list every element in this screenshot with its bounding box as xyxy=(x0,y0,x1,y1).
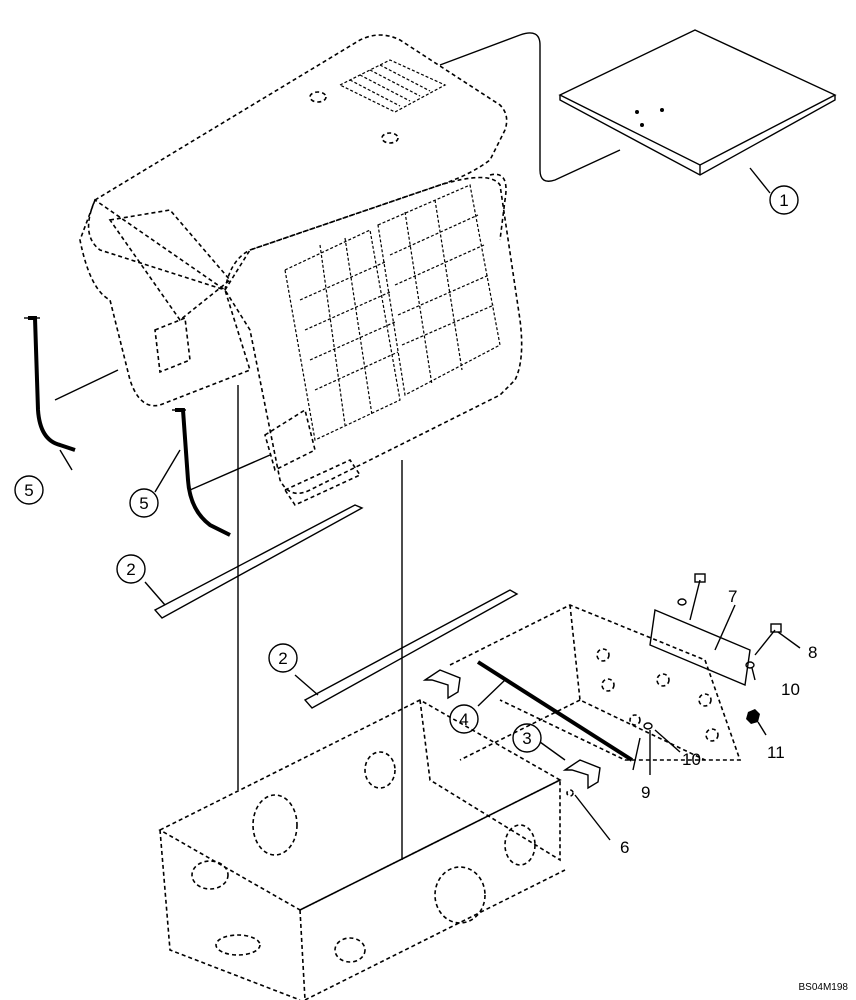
leader-line-front xyxy=(189,454,271,491)
callout-1: 1 xyxy=(769,185,799,215)
svg-text:1: 1 xyxy=(779,191,788,210)
seal-strip-lower xyxy=(303,589,519,709)
leader-line-side xyxy=(54,369,119,401)
svg-text:2: 2 xyxy=(278,649,287,668)
rod xyxy=(476,660,634,762)
hood-assembly xyxy=(79,34,523,507)
callout-5-left: 5 xyxy=(14,475,44,505)
bolt-upper xyxy=(689,573,706,621)
bolt-lower xyxy=(632,737,641,771)
washer-right xyxy=(745,661,755,669)
part-label-9: 9 xyxy=(641,783,650,802)
rear-housing xyxy=(449,604,742,761)
seal-strip-upper xyxy=(153,504,364,619)
bolt-right xyxy=(754,623,782,656)
washer-lower xyxy=(643,722,653,730)
bracket-strip-right xyxy=(172,408,231,537)
part-label-7: 7 xyxy=(728,587,737,606)
callout-3: 3 xyxy=(512,723,542,753)
callout-4: 4 xyxy=(449,704,479,734)
cover-panel xyxy=(558,29,837,176)
clip-lower xyxy=(562,759,601,790)
nut xyxy=(746,709,760,724)
svg-text:5: 5 xyxy=(139,494,148,513)
bracket-strip-left xyxy=(24,316,76,452)
part-label-6: 6 xyxy=(620,838,629,857)
top-vent-grille xyxy=(338,59,447,113)
callout-2-upper: 2 xyxy=(116,554,146,584)
leader-lines xyxy=(59,167,801,841)
part-label-11: 11 xyxy=(767,743,785,762)
svg-text:2: 2 xyxy=(126,560,135,579)
chassis-frame xyxy=(158,699,574,1000)
clip-upper xyxy=(422,669,461,700)
svg-text:3: 3 xyxy=(522,729,531,748)
front-grille xyxy=(284,184,501,441)
plate xyxy=(649,609,751,686)
callout-5-right: 5 xyxy=(129,488,159,518)
svg-text:5: 5 xyxy=(24,481,33,500)
washer-upper xyxy=(677,598,687,606)
callout-2-lower: 2 xyxy=(268,643,298,673)
part-label-10-lower: 10 xyxy=(682,750,701,769)
part-label-8: 8 xyxy=(808,643,817,662)
part-label-10-upper: 10 xyxy=(781,680,800,699)
reference-code: BS04M198 xyxy=(799,982,849,993)
connector-cable xyxy=(439,32,621,182)
svg-text:4: 4 xyxy=(459,710,468,729)
